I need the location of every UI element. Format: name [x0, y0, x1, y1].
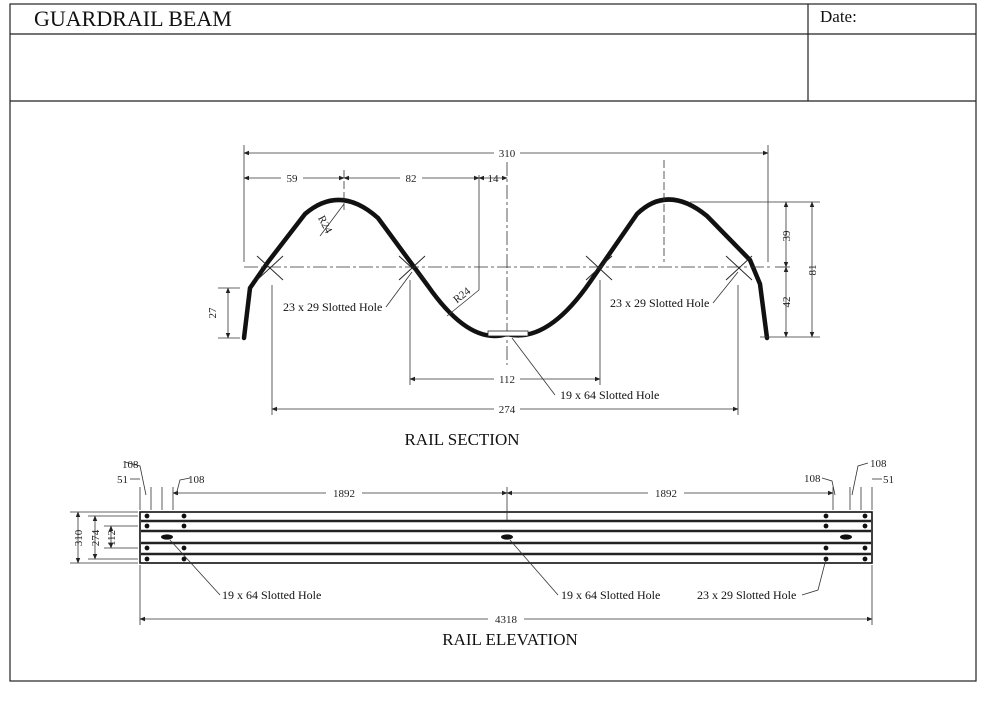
rail-corrugation-lines	[141, 519, 871, 556]
elev-note-slot-left: 19 x 64 Slotted Hole	[222, 588, 321, 602]
dim-center-offset: 14	[488, 173, 500, 185]
dim-right-108-inner: 108	[804, 473, 821, 485]
center-slot-mark	[487, 330, 529, 337]
note-slot-right: 23 x 29 Slotted Hole	[610, 296, 709, 310]
rail-elevation-caption: RAIL ELEVATION	[442, 630, 578, 649]
section-note-leaders	[385, 271, 739, 396]
dim-right-108-top: 108	[870, 458, 887, 470]
dim-left-108-inner: 108	[188, 474, 205, 486]
section-dimension-lines	[218, 150, 815, 412]
dim-overall-length: 4318	[495, 614, 518, 626]
section-extension-lines	[243, 145, 820, 415]
elevation-holes	[144, 513, 868, 562]
dim-flange: 27	[207, 307, 219, 319]
dim-span-right: 1892	[655, 488, 677, 500]
sheet-title: GUARDRAIL BEAM	[34, 6, 232, 31]
note-slot-center: 19 x 64 Slotted Hole	[560, 388, 659, 402]
dim-total-height: 81	[807, 265, 819, 276]
title-block: GUARDRAIL BEAM Date:	[9, 3, 977, 682]
radius-top-label: R24	[315, 214, 334, 236]
dim-hole-spacing-outer: 274	[499, 404, 516, 416]
dim-overall-width: 310	[499, 148, 516, 160]
elevation-extension-lines	[70, 487, 873, 625]
rail-section: 310 59 82 14 112 274 39 42 81 27 R24 R24…	[207, 145, 820, 449]
dim-height-274: 274	[90, 529, 102, 546]
rail-section-caption: RAIL SECTION	[404, 430, 519, 449]
dim-left-51: 51	[117, 474, 128, 486]
dim-upper-height: 39	[781, 230, 793, 242]
dim-lower-height: 42	[781, 297, 793, 308]
elevation-note-leaders	[169, 539, 827, 596]
elev-note-slot-right: 23 x 29 Slotted Hole	[697, 588, 796, 602]
dim-height-112: 112	[106, 530, 118, 546]
dim-hole-spacing-inner: 112	[499, 374, 515, 386]
dim-right-51: 51	[883, 474, 894, 486]
slot-marks	[256, 255, 753, 281]
radius-bottom-label: R24	[451, 285, 473, 306]
dim-left-108-top: 108	[122, 459, 139, 471]
dim-mid-segment: 82	[406, 173, 417, 185]
dim-height-310: 310	[73, 529, 85, 546]
rail-outline	[139, 511, 873, 564]
elev-note-slot-center: 19 x 64 Slotted Hole	[561, 588, 660, 602]
rail-elevation: 108 51 108 1892 1892 108 108 51 4318 310…	[70, 458, 894, 649]
dim-left-segment: 59	[287, 173, 299, 185]
dim-span-left: 1892	[333, 488, 355, 500]
sheet-border	[9, 3, 977, 682]
date-label: Date:	[820, 7, 857, 26]
note-slot-left: 23 x 29 Slotted Hole	[283, 300, 382, 314]
